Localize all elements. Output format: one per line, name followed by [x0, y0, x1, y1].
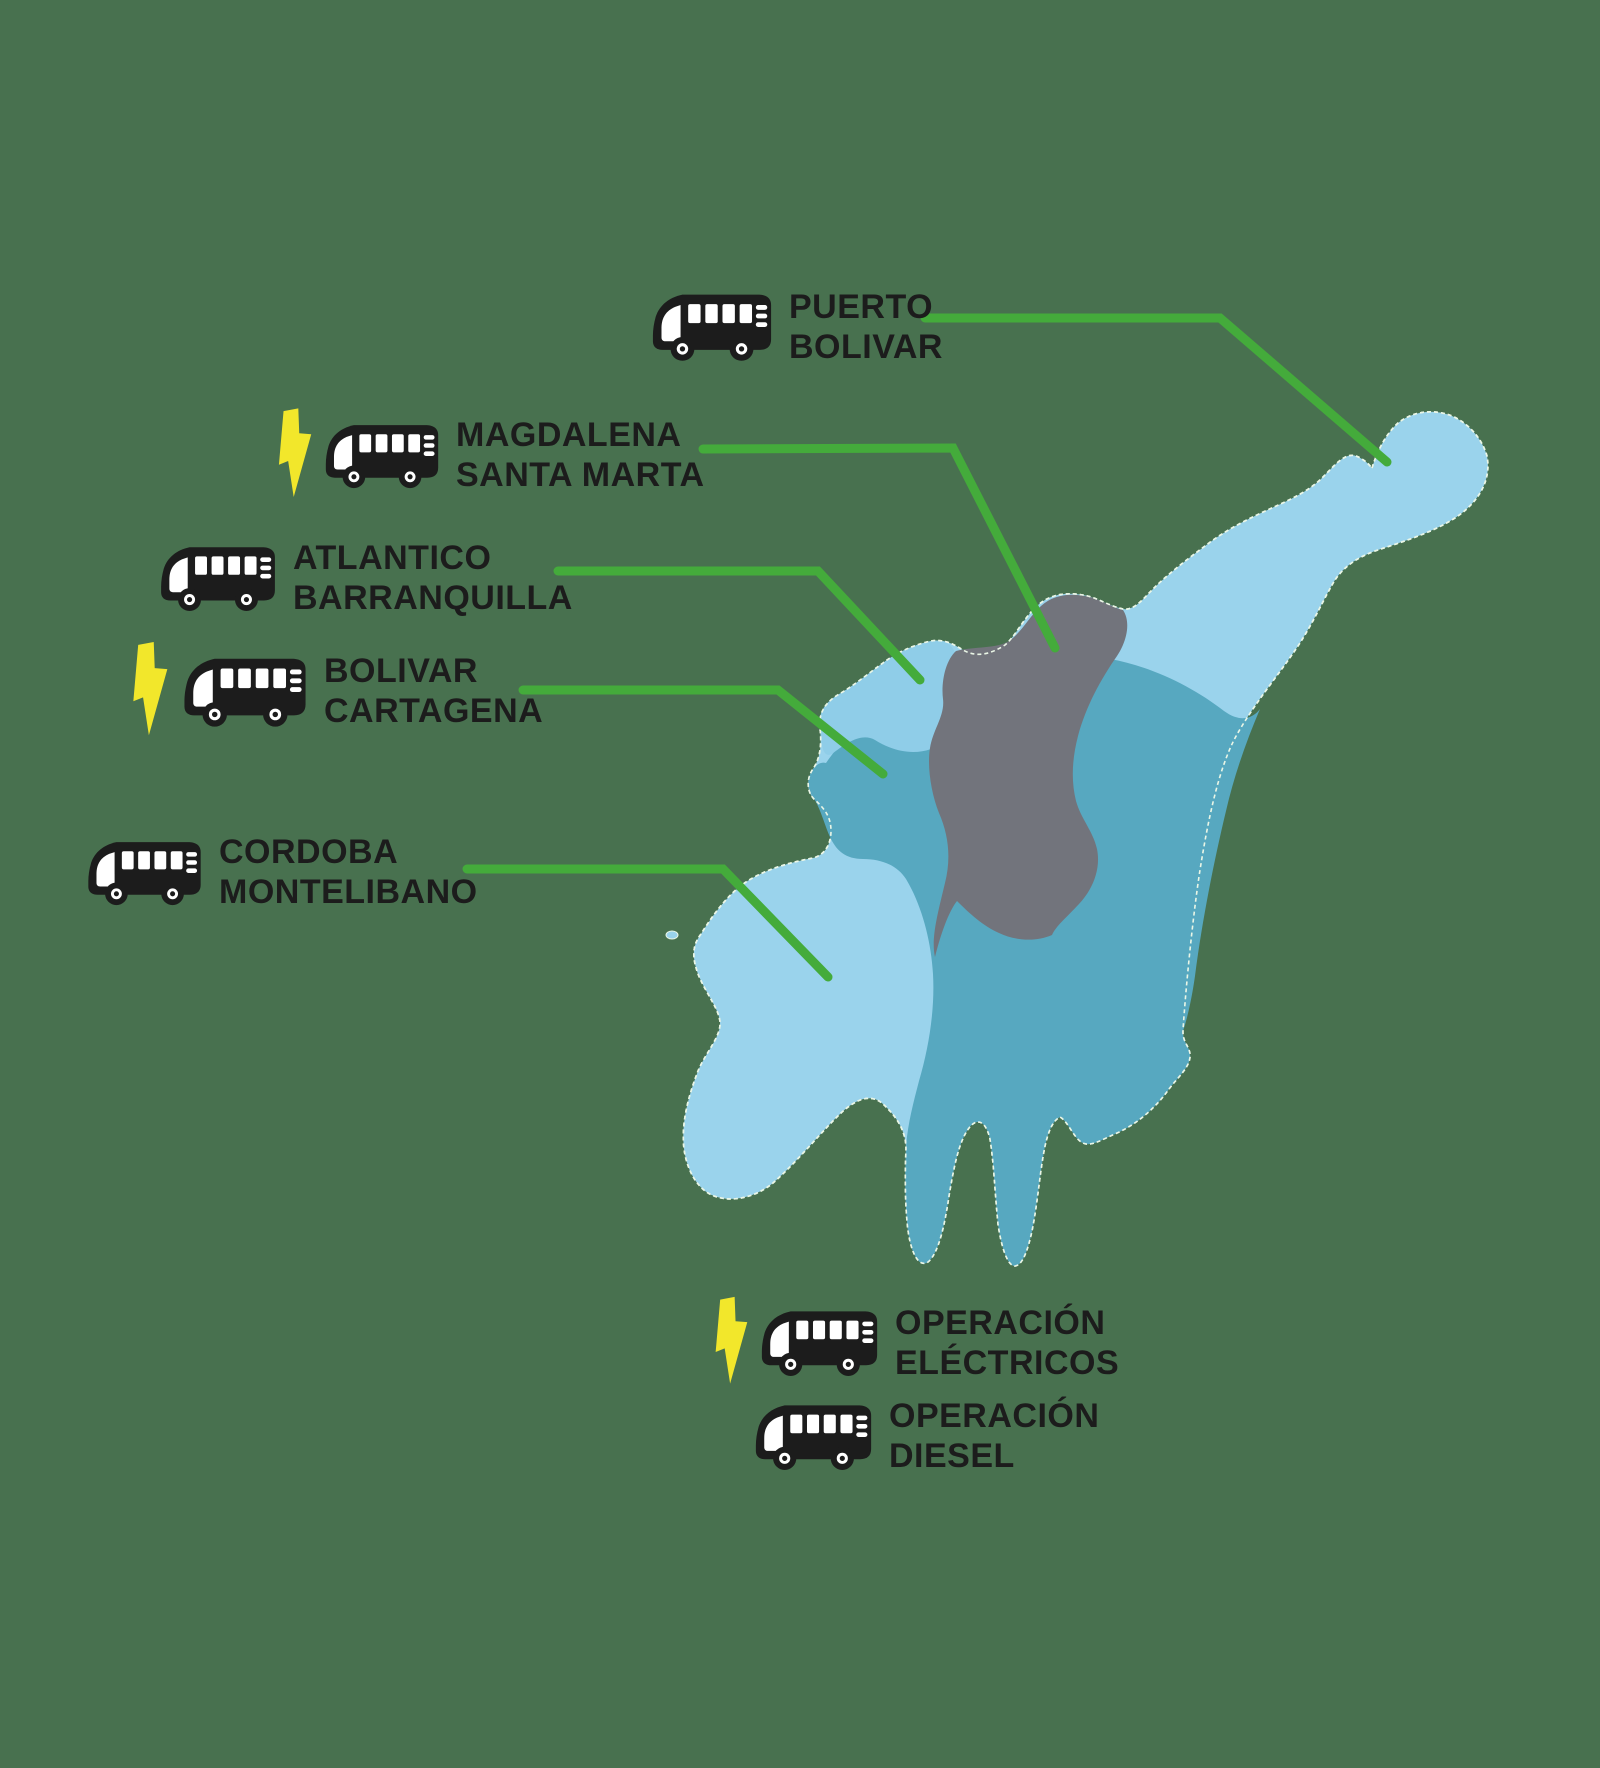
label-magdalena-santa-marta: MAGDALENA SANTA MARTA [266, 405, 705, 505]
label-line: MONTELIBANO [219, 873, 478, 911]
leader-line-atlantico-barranquilla [553, 566, 925, 685]
diesel-bus-icon [85, 834, 204, 911]
label-puerto-bolivar: PUERTO BOLIVAR [650, 286, 943, 367]
label-line: MAGDALENA [456, 416, 682, 454]
lightning-bolt-icon [703, 1290, 750, 1395]
legend-operacion-diesel: OPERACIÓN DIESEL [753, 1396, 1099, 1476]
label-magdalena-santa-marta-text: MAGDALENA SANTA MARTA [456, 415, 705, 495]
map-region-gray [929, 594, 1128, 957]
label-line: CORDOBA [219, 833, 399, 871]
electric-bus-icon [181, 650, 309, 733]
legend-line: OPERACIÓN [895, 1303, 1106, 1342]
legend-operacion-diesel-text: OPERACIÓN DIESEL [889, 1396, 1099, 1476]
map-region-atlantico-pocket [819, 640, 958, 755]
label-cordoba-montelibano-text: CORDOBA MONTELIBANO [219, 832, 478, 912]
electric-bus-icon [759, 1303, 880, 1382]
label-bolivar-cartagena-text: BOLIVAR CARTAGENA [324, 651, 543, 731]
legend-operacion-electricos: OPERACIÓN ELÉCTRICOS [703, 1290, 1119, 1395]
map-region-teal [808, 655, 1260, 1266]
map-coastline-outline [682, 410, 1489, 1267]
label-cordoba-montelibano: CORDOBA MONTELIBANO [85, 832, 478, 912]
electric-bus-icon [323, 417, 441, 494]
label-atlantico-barranquilla: ATLANTICO BARRANQUILLA [158, 538, 573, 618]
lightning-bolt-icon [118, 640, 172, 742]
lightning-bolt-icon [266, 405, 314, 505]
label-line: PUERTO [789, 287, 934, 326]
leader-line-cordoba-montelibano [462, 864, 833, 982]
leader-line-bolivar-cartagena [518, 685, 888, 779]
leader-line-puerto-bolivar [920, 313, 1392, 467]
diesel-bus-icon [158, 539, 278, 617]
diesel-bus-icon [650, 286, 774, 367]
label-line: BARRANQUILLA [293, 579, 573, 617]
label-atlantico-barranquilla-text: ATLANTICO BARRANQUILLA [293, 538, 573, 618]
diesel-bus-icon [753, 1397, 874, 1476]
legend-line: ELÉCTRICOS [895, 1343, 1120, 1382]
legend-operacion-electricos-text: OPERACIÓN ELÉCTRICOS [895, 1303, 1119, 1383]
label-line: ATLANTICO [293, 539, 492, 577]
map-islet [665, 930, 679, 940]
label-puerto-bolivar-text: PUERTO BOLIVAR [789, 287, 943, 367]
label-line: BOLIVAR [324, 652, 478, 690]
leader-lines [462, 313, 1392, 982]
legend-line: OPERACIÓN [889, 1397, 1100, 1435]
label-bolivar-cartagena: BOLIVAR CARTAGENA [118, 640, 543, 742]
label-line: CARTAGENA [324, 692, 544, 730]
label-line: BOLIVAR [789, 327, 943, 366]
label-line: SANTA MARTA [456, 456, 705, 494]
leader-line-magdalena-santa-marta [698, 443, 1060, 653]
legend-line: DIESEL [889, 1437, 1015, 1475]
